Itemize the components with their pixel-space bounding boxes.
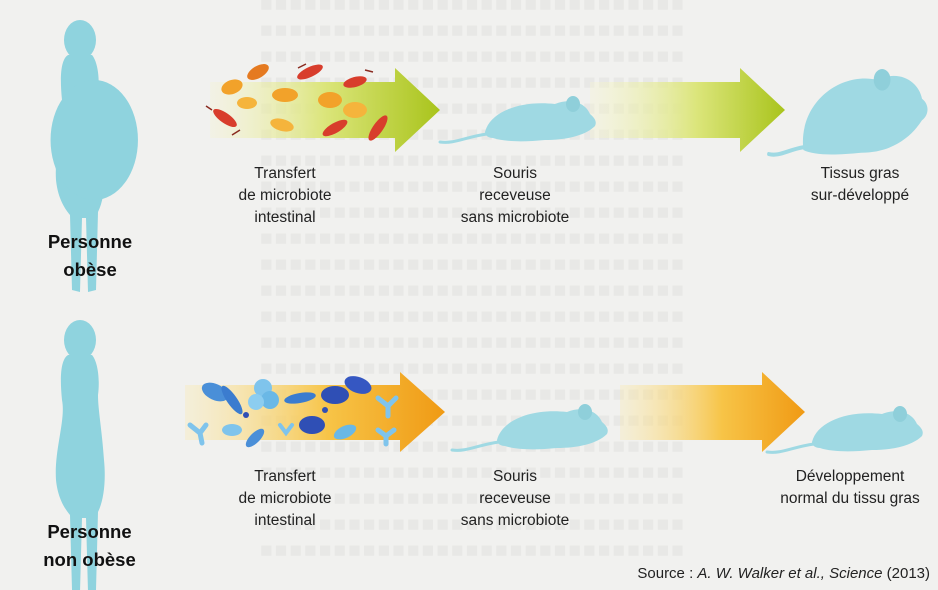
step-label-mouse-top: Souris receveuse sans microbiote xyxy=(430,163,600,229)
source-prefix: Source : xyxy=(637,565,697,582)
result-label-bottom: Développement normal du tissu gras xyxy=(755,466,938,510)
source-authors: A. W. Walker et al., Science xyxy=(697,565,882,582)
transfer-arrow-bottom xyxy=(185,372,445,452)
development-arrow-bottom xyxy=(620,372,805,452)
obese-body-shape xyxy=(51,80,138,200)
step-label-transfer-bottom: Transfert de microbiote intestinal xyxy=(210,466,360,532)
recipient-mouse-top xyxy=(440,96,596,142)
recipient-mouse-bottom xyxy=(452,404,608,450)
transfer-arrow-top xyxy=(210,68,440,152)
person-label-obese: Personne obèse xyxy=(30,228,150,284)
fat-mouse xyxy=(803,76,928,155)
development-arrow-top xyxy=(590,68,785,152)
result-label-top: Tissus gras sur-développé xyxy=(790,163,930,207)
step-label-transfer-top: Transfert de microbiote intestinal xyxy=(210,163,360,229)
source-year: (2013) xyxy=(882,565,930,582)
source-citation: Source : A. W. Walker et al., Science (2… xyxy=(637,565,930,582)
step-label-mouse-bottom: Souris receveuse sans microbiote xyxy=(430,466,600,532)
person-label-non-obese: Personne non obèse xyxy=(22,518,157,574)
